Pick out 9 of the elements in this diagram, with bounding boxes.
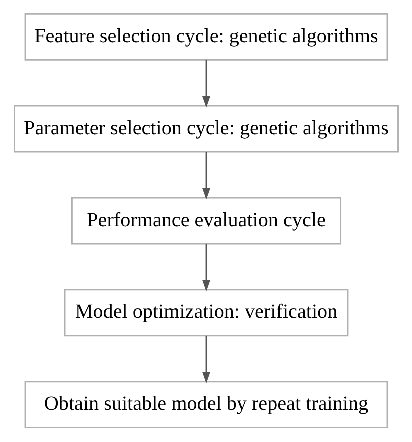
arrow <box>202 60 210 108</box>
node-box: Model optimization: verification <box>64 289 348 337</box>
arrow <box>202 336 210 384</box>
node-box: Parameter selection cycle: genetic algorithms <box>14 105 398 153</box>
arrow <box>202 244 210 292</box>
arrow <box>202 152 210 200</box>
node-box: Obtain suitable model by repeat training <box>24 381 388 429</box>
node-box: Performance evaluation cycle <box>70 197 342 245</box>
node-box: Feature selection cycle: genetic algorithms <box>24 13 388 61</box>
